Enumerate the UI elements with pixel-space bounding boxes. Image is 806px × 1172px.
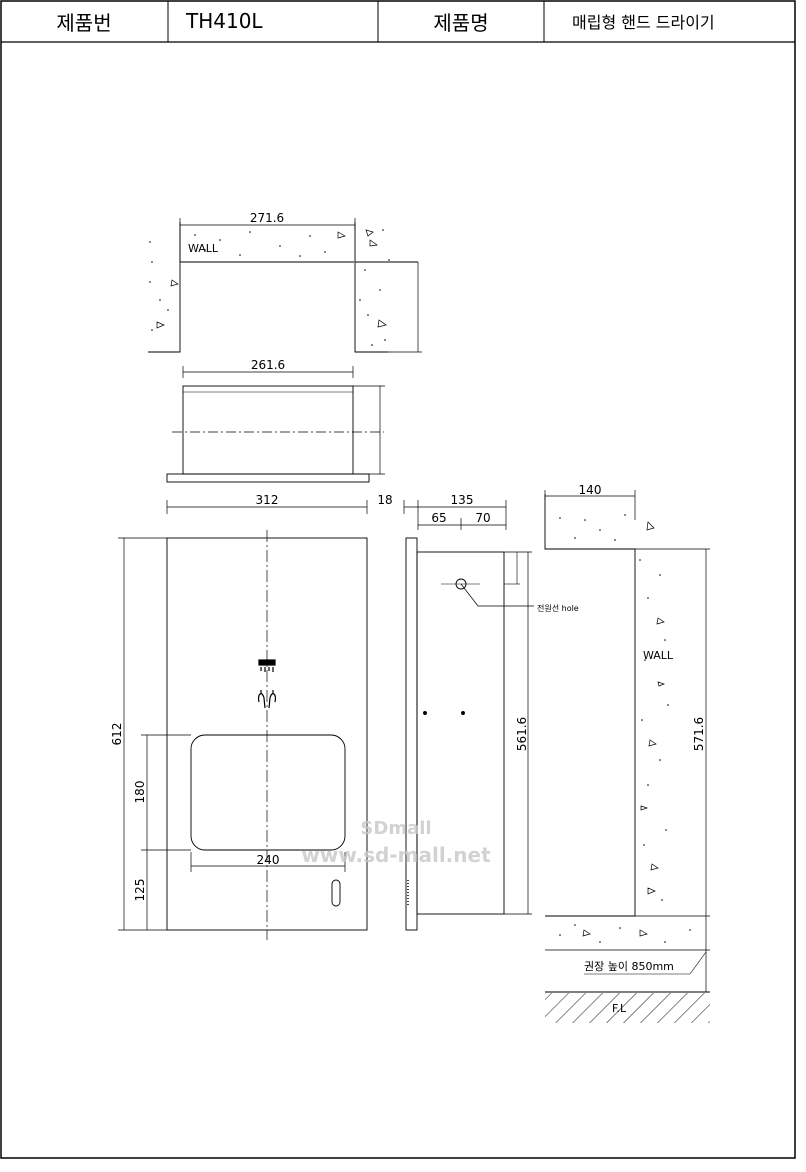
top-view-wall-label: WALL xyxy=(188,242,219,255)
watermark: SDmall www.sd-mall.net xyxy=(301,818,491,867)
side-depth-part-b: 70 xyxy=(475,511,490,525)
power-hole-label: 전원선 hole xyxy=(537,603,579,613)
floor-level-label: F.L xyxy=(612,1002,627,1015)
top-view-speckles xyxy=(149,229,390,346)
product-number-value: TH410L xyxy=(186,9,263,33)
opening-width-dim: 240 xyxy=(257,853,280,867)
front-width-dim: 312 xyxy=(256,493,279,507)
box-view xyxy=(166,366,385,483)
opening-height-dim: 180 xyxy=(133,781,147,804)
side-depth-part-a: 65 xyxy=(431,511,446,525)
watermark-line2: www.sd-mall.net xyxy=(301,843,491,867)
floor-hatch xyxy=(545,993,710,1023)
side-view xyxy=(403,500,534,931)
top-view xyxy=(148,218,422,353)
wall-view xyxy=(544,490,710,993)
box-view-width-dim: 261.6 xyxy=(251,358,285,372)
mount-height-label: 권장 높이 850mm xyxy=(584,960,674,973)
hand-dryer-icon xyxy=(257,659,277,709)
side-thickness-dim: 18 xyxy=(377,493,392,507)
product-name-label: 제품명 xyxy=(433,10,489,35)
front-view xyxy=(118,500,368,940)
wall-width-dim: 140 xyxy=(579,483,602,497)
top-view-width-dim: 271.6 xyxy=(250,211,284,225)
wall-view-wall-label: WALL xyxy=(643,649,674,662)
side-height-dim: 561.6 xyxy=(515,717,529,751)
product-name-value: 매립형 핸드 드라이기 xyxy=(572,13,715,32)
wall-view-speckles xyxy=(559,514,691,943)
side-depth-dim: 135 xyxy=(451,493,474,507)
front-height-dim: 612 xyxy=(110,723,124,746)
title-block xyxy=(0,0,796,1159)
wall-height-dim: 571.6 xyxy=(692,717,706,751)
watermark-line1: SDmall xyxy=(360,818,431,839)
bottom-dim: 125 xyxy=(133,879,147,902)
product-number-label: 제품번 xyxy=(56,10,112,35)
